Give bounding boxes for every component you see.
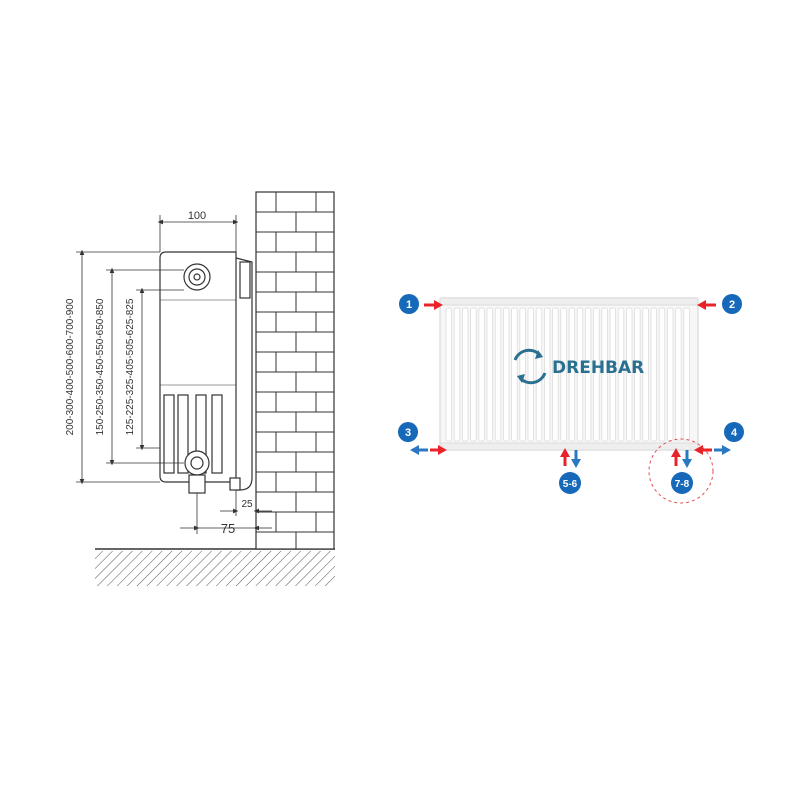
connection-badge-7-8: 7-8 — [671, 472, 693, 494]
rotate-arrows-icon — [513, 348, 547, 385]
arrow-out-3 — [410, 445, 428, 455]
front-view: DREHBAR — [398, 294, 744, 504]
radiator-fins — [445, 307, 690, 442]
arrow-in-2 — [697, 300, 716, 310]
badge-label-2: 2 — [729, 299, 735, 311]
badge-label-5-6: 5-6 — [563, 479, 578, 490]
badge-label-1: 1 — [406, 299, 412, 311]
arrow-in-4 — [694, 445, 712, 455]
radiator-side-body — [159, 251, 253, 494]
connection-badge-2: 2 — [722, 294, 742, 314]
arrow-in-3 — [430, 445, 447, 455]
connection-badge-3: 3 — [398, 422, 418, 442]
arrow-out-4 — [714, 445, 731, 455]
dim-wall-offset: 25 — [241, 499, 253, 510]
connection-badge-5-6: 5-6 — [559, 472, 581, 494]
highlight-circle-7-8 — [648, 438, 714, 504]
connection-badge-4: 4 — [724, 422, 744, 442]
badge-label-3: 3 — [405, 427, 411, 439]
connection-badge-1: 1 — [399, 294, 419, 314]
radiator-front-panel — [439, 297, 699, 451]
arrow-in-7-8 — [671, 448, 681, 466]
dim-heights-outer: 200-300-400-500-600-700-900 — [65, 298, 76, 435]
brand-label: DREHBAR — [513, 348, 644, 385]
brick-wall — [255, 191, 335, 550]
arrow-out-5-6 — [571, 450, 581, 468]
dim-width-top: 100 — [188, 210, 206, 222]
dimension-lines — [76, 215, 272, 534]
dim-connection: 75 — [221, 521, 235, 536]
badge-label-4: 4 — [731, 427, 738, 439]
arrow-out-7-8 — [682, 450, 692, 468]
dim-heights-inner: 125-225-325-405-505-625-825 — [125, 298, 136, 435]
flow-arrows — [410, 300, 731, 468]
arrow-in-1 — [424, 300, 443, 310]
badge-label-7-8: 7-8 — [675, 479, 690, 490]
floor — [95, 548, 335, 586]
side-view: 100 200-300-400-500-600-700-900 150-250-… — [65, 191, 335, 586]
arrow-in-5-6 — [560, 448, 570, 466]
brand-text: DREHBAR — [552, 358, 644, 378]
dim-heights-mid: 150-250-350-450-550-650-850 — [95, 298, 106, 435]
